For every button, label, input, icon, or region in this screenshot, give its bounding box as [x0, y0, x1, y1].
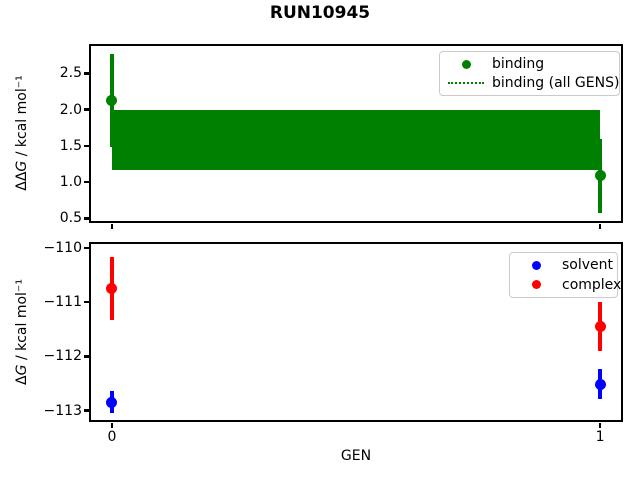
data-point-binding: [106, 94, 118, 106]
x-axis-label: GEN: [340, 448, 372, 464]
binding-dot-icon: [461, 59, 471, 69]
dotted-line-icon: [448, 82, 484, 84]
y-tick-label: −113: [43, 402, 82, 419]
x-tick: [110, 223, 114, 229]
y-tick-label: 1.5: [59, 137, 82, 154]
y-tick: [83, 217, 89, 220]
legend-binding: binding binding (all GENS): [439, 51, 620, 96]
legend-item: complex: [516, 276, 621, 294]
data-point-binding: [594, 170, 606, 182]
y-tick-label: 1.0: [59, 174, 82, 191]
x-tick: [598, 223, 602, 229]
legend-label: binding (all GENS): [492, 75, 620, 91]
x-tick-label: 0: [107, 429, 117, 445]
chart-title: RUN10945: [269, 3, 371, 23]
ylabel-variable: G: [14, 364, 30, 376]
legend-label: complex: [562, 276, 622, 293]
y-tick: [83, 108, 89, 111]
y-tick-label: −111: [43, 294, 82, 311]
x-tick: [598, 422, 602, 428]
y-tick-label: −112: [43, 348, 82, 365]
solvent-dot-icon: [531, 260, 541, 270]
legend-label: binding: [492, 56, 545, 72]
legend-label: solvent: [562, 257, 614, 274]
legend-swatch: [446, 59, 486, 69]
legend-item: binding (all GENS): [446, 74, 619, 92]
legend-free-energy: solvent complex: [509, 252, 621, 298]
complex-dot-icon: [531, 280, 541, 290]
data-point-complex: [106, 283, 118, 295]
data-point-solvent: [106, 396, 118, 408]
legend-item: solvent: [516, 256, 614, 274]
y-tick-label: 0.5: [59, 210, 82, 227]
x-tick-label: 1: [595, 429, 605, 445]
legend-item: binding: [446, 55, 613, 73]
data-point-complex: [594, 321, 606, 333]
y-tick: [83, 246, 89, 250]
ylabel-prefix: Δ: [14, 375, 30, 385]
axes-binding: 2.5 2.0 1.5 1.0 0.5: [60, 44, 623, 229]
data-point-solvent: [594, 378, 606, 390]
y-tick: [83, 180, 89, 184]
y-tick: [83, 409, 89, 412]
uncertainty-band: [111, 109, 601, 171]
y-tick: [83, 72, 89, 75]
y-tick: [83, 355, 89, 358]
legend-swatch: [516, 260, 556, 270]
y-tick-label: −110: [43, 239, 82, 256]
y-tick: [83, 300, 89, 304]
y-tick-label: 2.5: [59, 65, 82, 82]
x-tick: [110, 422, 114, 428]
legend-swatch: [446, 82, 486, 84]
y-tick-label: 2.0: [59, 101, 82, 118]
legend-swatch: [516, 280, 556, 290]
ylabel-variable: G: [14, 160, 30, 172]
y-tick: [83, 144, 89, 148]
